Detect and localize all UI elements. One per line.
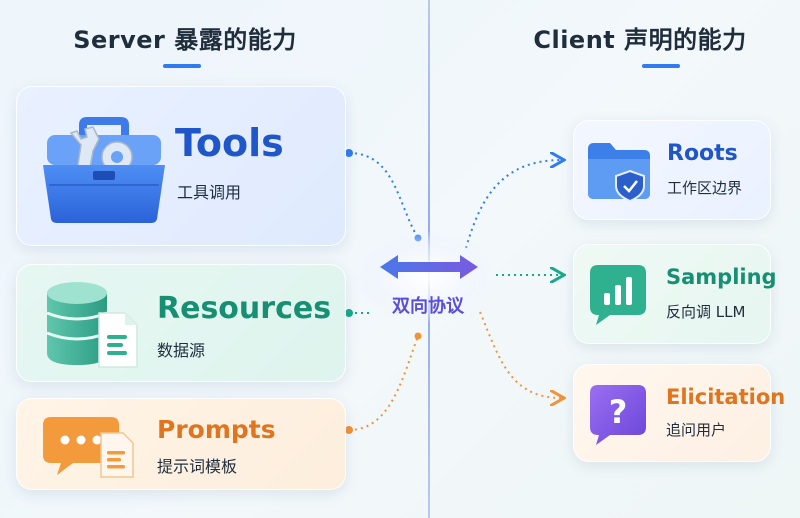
center-glow [356, 232, 496, 322]
folder-shield-icon [588, 143, 650, 203]
prompts-title: Prompts [157, 415, 276, 444]
prompts-subtitle: 提示词模板 [157, 457, 238, 476]
prompts-connector-end-dot [414, 332, 422, 340]
server-column-title: Server 暴露的能力 [73, 26, 297, 54]
resources-subtitle: 数据源 [157, 341, 206, 360]
question-bubble-icon: ? [590, 385, 646, 445]
bidirectional-protocol-label: 双向协议 [392, 296, 464, 317]
resources-title: Resources [157, 291, 332, 326]
resources-connector-dot [345, 309, 353, 317]
bidirectional-arrow-icon [380, 255, 478, 279]
sampling-title: Sampling [666, 265, 777, 289]
roots-title: Roots [667, 141, 738, 166]
sampling-card: Sampling 反向调 LLM [573, 244, 777, 344]
roots-connector [465, 160, 562, 249]
server-title-underline [163, 64, 201, 68]
roots-subtitle: 工作区边界 [667, 179, 743, 197]
toolbox-icon [43, 117, 165, 223]
elicitation-subtitle: 追问用户 [666, 421, 727, 439]
chat-bubble-icon [43, 417, 134, 478]
roots-card: Roots 工作区边界 [573, 120, 771, 220]
elicitation-title: Elicitation [666, 385, 786, 409]
client-title-underline [642, 64, 680, 68]
database-icon [46, 282, 138, 368]
tools-subtitle: 工具调用 [177, 183, 242, 202]
tools-card: Tools 工具调用 [16, 86, 346, 246]
svg-text:?: ? [609, 393, 628, 431]
client-column-title: Client 声明的能力 [533, 26, 747, 54]
elicitation-connector [479, 311, 562, 398]
resources-card: Resources 数据源 [16, 264, 346, 382]
prompts-connector [348, 335, 419, 431]
chart-bubble-icon [590, 265, 646, 325]
sampling-subtitle: 反向调 LLM [666, 303, 746, 321]
tools-connector [348, 152, 419, 239]
tools-title: Tools [175, 121, 284, 165]
prompts-connector-dot [345, 426, 353, 434]
prompts-card: Prompts 提示词模板 [16, 398, 346, 490]
elicitation-card: ? Elicitation 追问用户 [573, 364, 785, 462]
tools-connector-dot [345, 149, 353, 157]
